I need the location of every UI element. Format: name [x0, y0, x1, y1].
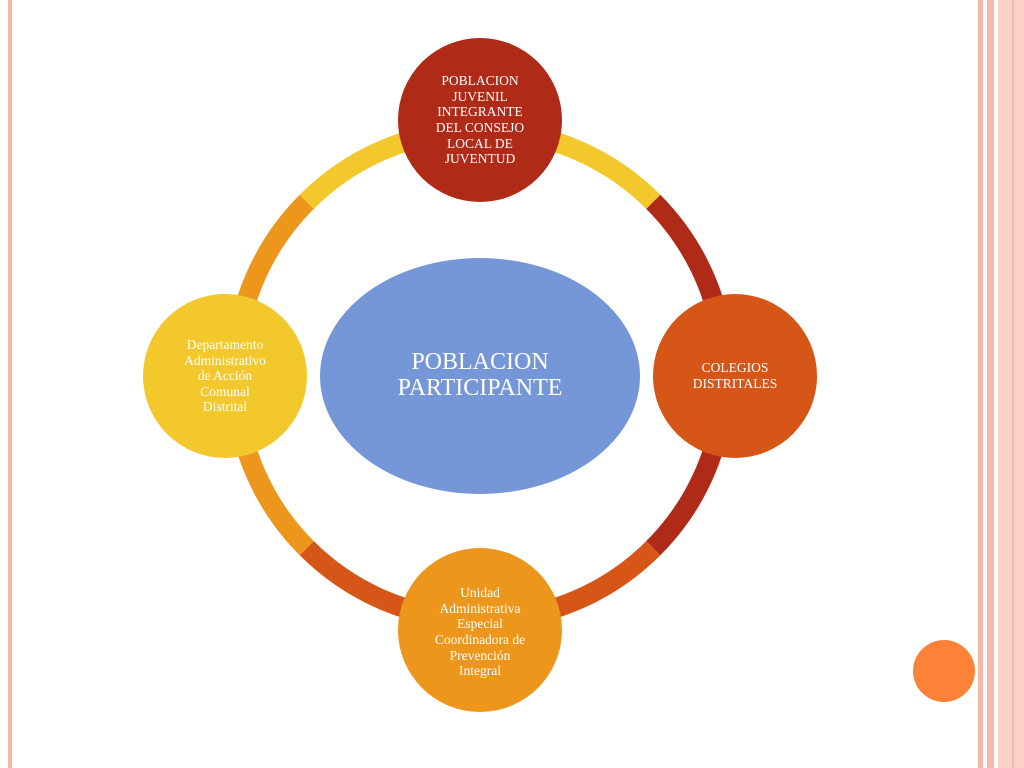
center-label: POBLACION PARTICIPANTE — [397, 348, 563, 401]
right-frame-stripe — [987, 0, 994, 768]
node-label-top: POBLACION JUVENIL INTEGRANTE DEL CONSEJO… — [435, 73, 525, 167]
node-circle-right — [653, 294, 817, 458]
decorative-circle — [913, 640, 975, 702]
node-label-right: COLEGIOS DISTRITALES — [692, 360, 778, 391]
node-circle-bottom — [398, 548, 562, 712]
right-frame-stripe — [978, 0, 983, 768]
node-circle-top — [398, 38, 562, 202]
node-label-left: Departamento Administrativo de Acción Co… — [184, 337, 266, 415]
node-label-bottom: Unidad Administrativa Especial Coordinad… — [434, 585, 526, 679]
right-frame-stripe — [1012, 0, 1014, 768]
node-circle-left — [143, 294, 307, 458]
right-frame-band — [998, 0, 1024, 768]
left-frame-stripe — [8, 0, 12, 768]
center-ellipse — [320, 258, 640, 494]
